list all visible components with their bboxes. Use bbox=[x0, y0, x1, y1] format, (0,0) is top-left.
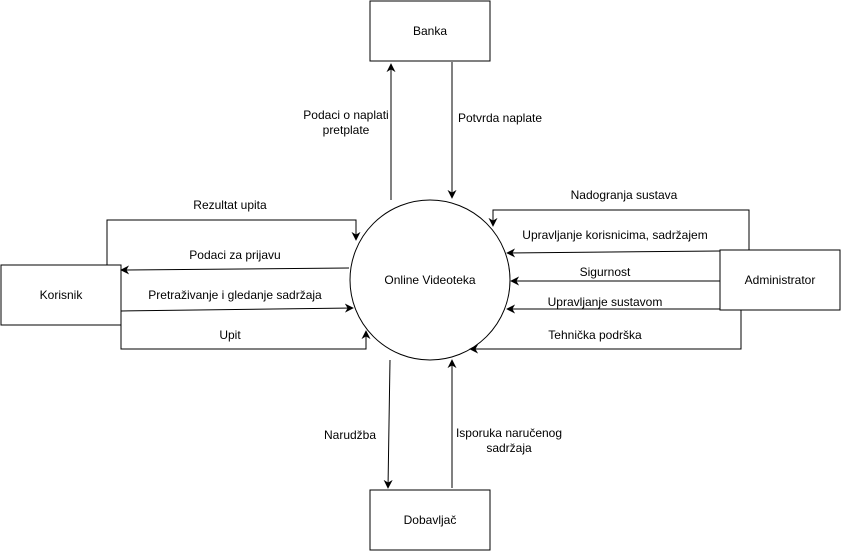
process-online-videoteka[interactable]: Online Videoteka bbox=[349, 199, 511, 361]
flow-label-sigurnost: Sigurnost bbox=[580, 265, 631, 279]
flow-label-podaci-za-prijavu: Podaci za prijavu bbox=[189, 248, 280, 262]
entity-banka[interactable]: Banka bbox=[369, 0, 491, 62]
entity-administrator-label: Administrator bbox=[745, 273, 816, 287]
flow-label-upravljanje-korisnicima: Upravljanje korisnicima, sadržajem bbox=[522, 228, 707, 242]
flow-label-tehnicka-podrska: Tehnička podrška bbox=[548, 328, 642, 342]
flow-label-nadogranja-sustava: Nadogranja sustava bbox=[571, 188, 678, 202]
entity-korisnik[interactable]: Korisnik bbox=[0, 264, 122, 326]
flow-label-pretrazivanje: Pretraživanje i gledanje sadržaja bbox=[148, 288, 322, 302]
flow-label-podaci-o-naplati-2: pretplate bbox=[323, 123, 370, 137]
flow-label-narudzba: Narudžba bbox=[324, 428, 376, 442]
flow-arrow-upit bbox=[120, 325, 371, 350]
process-label: Online Videoteka bbox=[384, 273, 476, 287]
flow-label-isporuka-1: Isporuka naručenog bbox=[456, 426, 562, 440]
entity-banka-label: Banka bbox=[413, 24, 447, 38]
flow-arrow-pretrazivanje bbox=[120, 303, 354, 313]
entity-dobavljac-label: Dobavljač bbox=[404, 513, 457, 527]
entity-administrator[interactable]: Administrator bbox=[719, 249, 841, 311]
entity-dobavljac[interactable]: Dobavljač bbox=[369, 489, 491, 551]
flow-arrow-nadogranja-sustava bbox=[488, 209, 750, 250]
flow-arrow-rezultat-upita bbox=[106, 219, 361, 265]
flow-arrow-podaci-za-prijavu bbox=[120, 265, 350, 275]
entity-korisnik-label: Korisnik bbox=[40, 288, 84, 302]
flow-label-upravljanje-sustavom: Upravljanje sustavom bbox=[548, 295, 663, 309]
flow-label-isporuka-2: sadržaja bbox=[486, 441, 532, 455]
flow-arrow-tehnicka-podrska bbox=[469, 310, 742, 354]
flow-label-potvrda-naplate: Potvrda naplate bbox=[458, 111, 542, 125]
flow-label-rezultat-upita: Rezultat upita bbox=[193, 198, 267, 212]
flow-arrow-upravljanje-korisnicima bbox=[506, 248, 721, 258]
flow-label-upit: Upit bbox=[219, 328, 241, 342]
flow-arrow-narudzba bbox=[383, 359, 393, 489]
flow-label-podaci-o-naplati-1: Podaci o naplati bbox=[303, 108, 388, 122]
